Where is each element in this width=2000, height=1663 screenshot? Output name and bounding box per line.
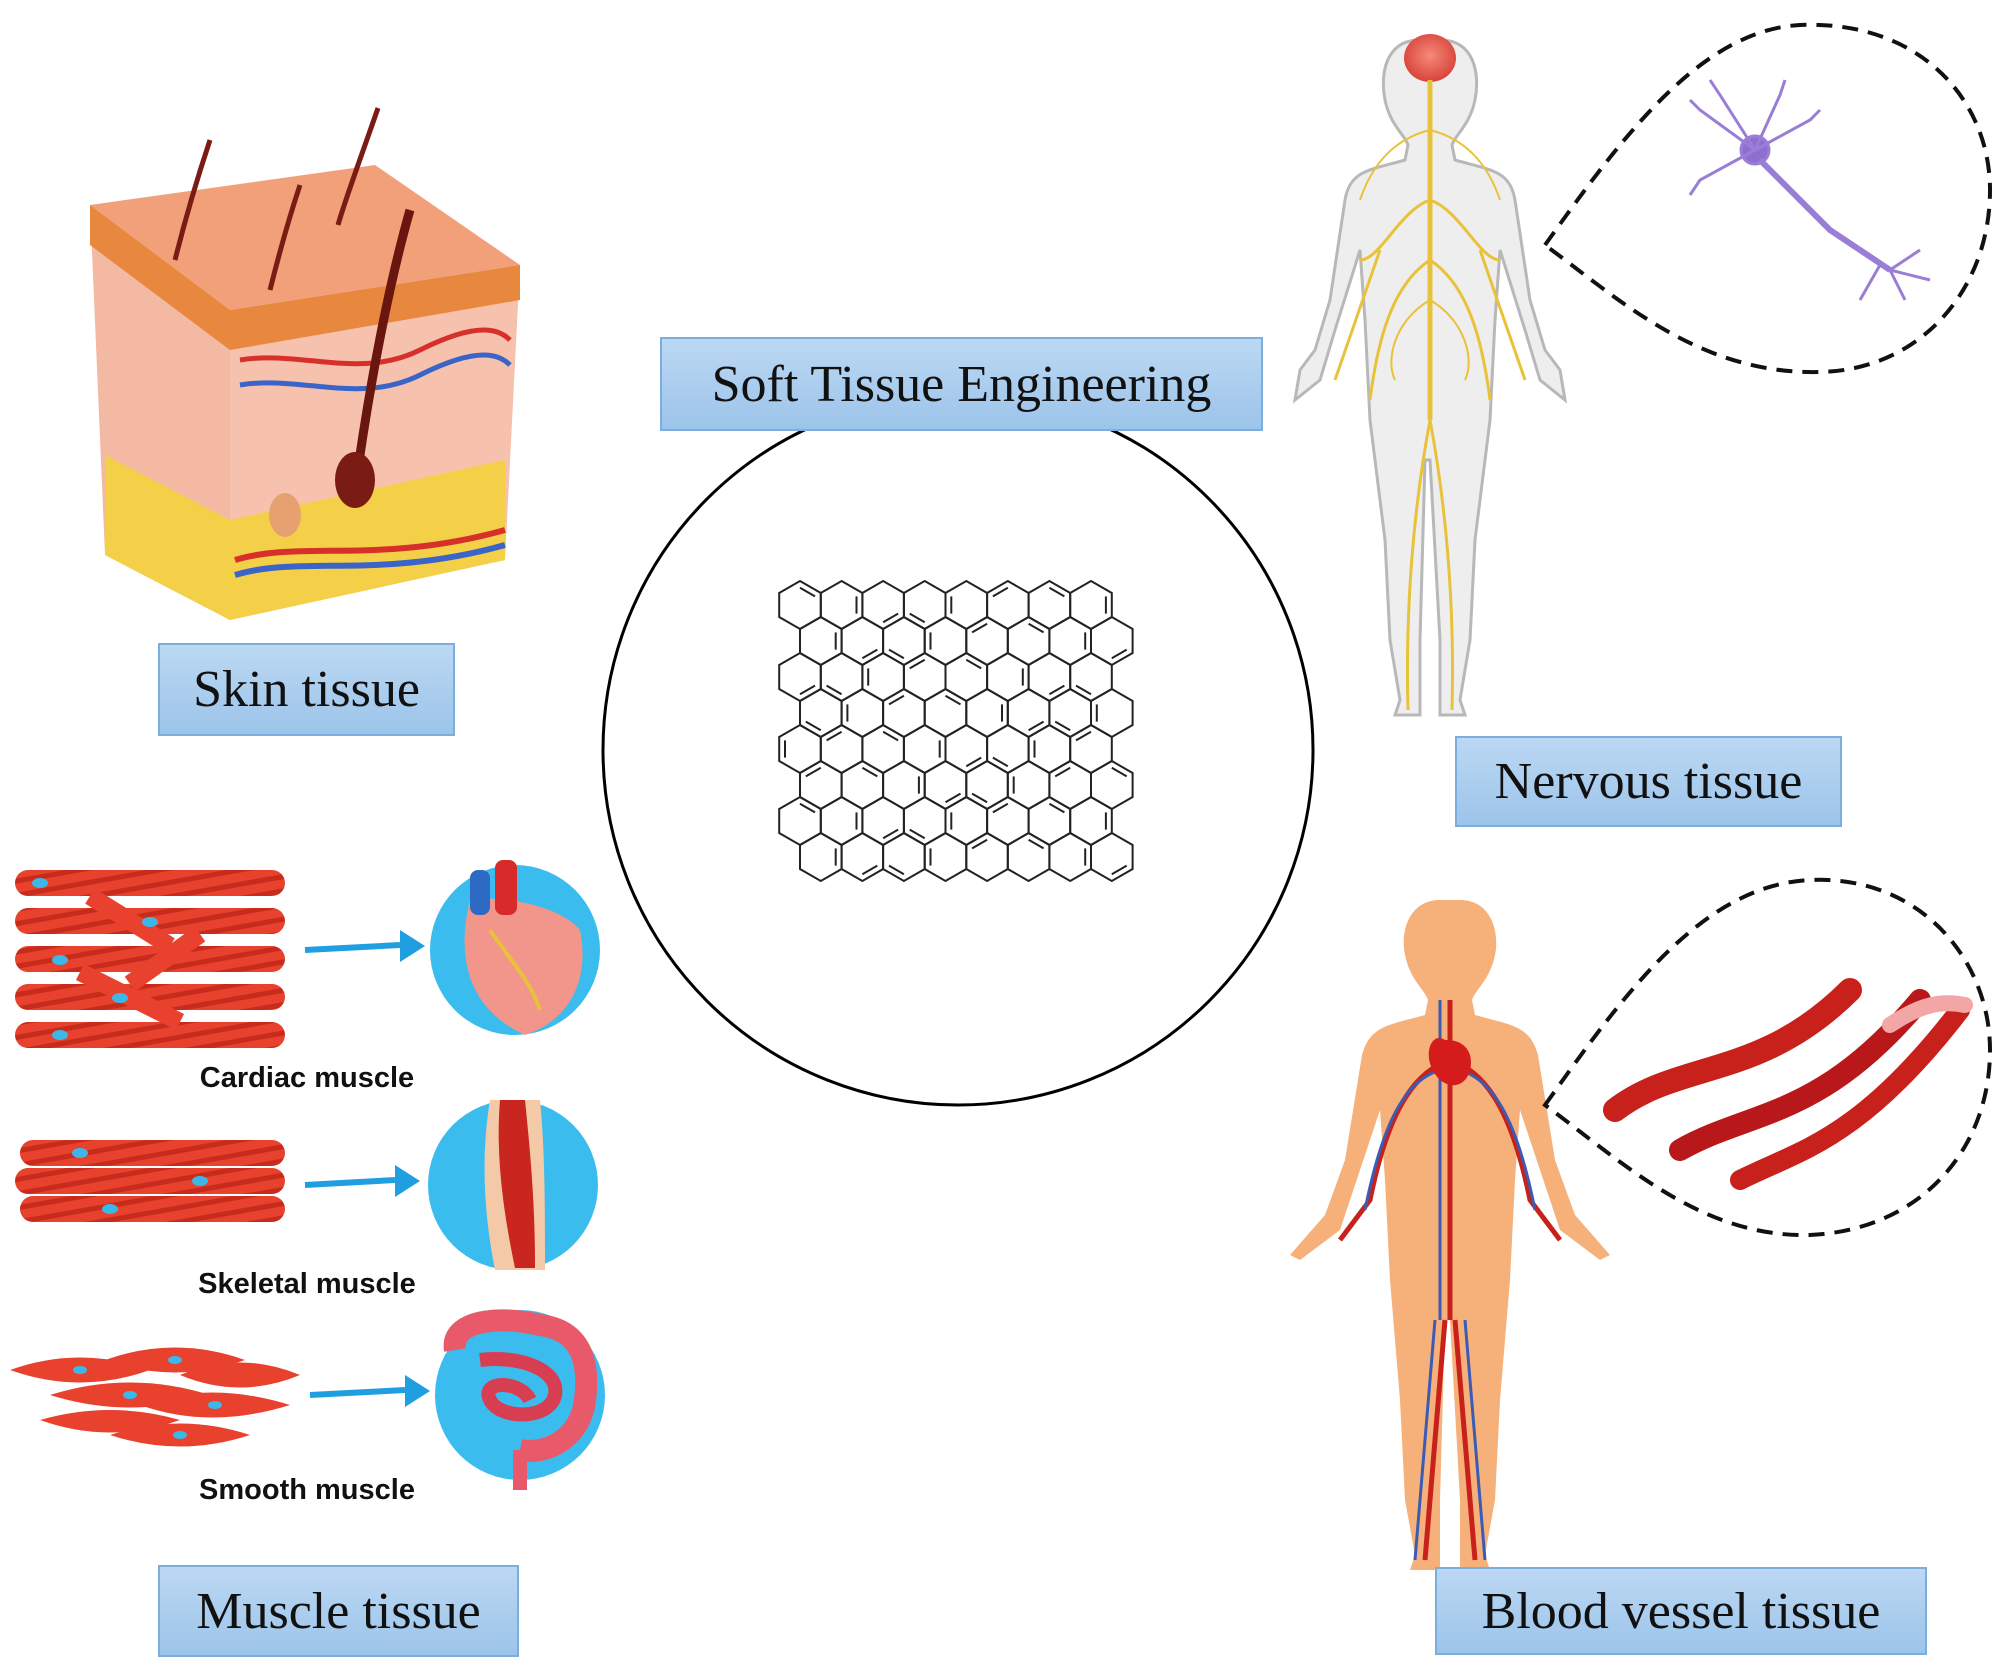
- double-bond: [861, 766, 878, 778]
- neuron-icon: [1688, 79, 1931, 301]
- nervous-system-body-icon: [1292, 34, 1568, 717]
- arm-muscle-icon: [428, 1100, 598, 1270]
- double-bond: [1111, 864, 1128, 876]
- double-bond: [944, 792, 962, 804]
- double-bond: [861, 648, 878, 660]
- double-bond: [1054, 766, 1071, 778]
- double-bond: [882, 730, 899, 742]
- double-bond: [1028, 720, 1045, 732]
- smooth-muscle-cells-icon: [10, 1347, 300, 1447]
- neuron-callout: [1542, 22, 1993, 375]
- double-bond: [826, 684, 843, 696]
- double-bond: [909, 828, 926, 840]
- double-bond: [888, 864, 905, 876]
- double-bond: [992, 586, 1009, 598]
- double-bond: [799, 586, 816, 598]
- graphene-lattice-icon: [778, 579, 1134, 883]
- double-bond: [1075, 730, 1092, 742]
- double-bond: [799, 684, 816, 696]
- blood-vessel-callout: [1542, 877, 1993, 1238]
- arrow-to-intestine-icon: [309, 1375, 430, 1407]
- nervous-tissue-label: Nervous tissue: [1455, 736, 1842, 827]
- double-bond: [1048, 586, 1065, 598]
- skeletal-muscle-caption: Skeletal muscle: [198, 1268, 416, 1300]
- skeletal-muscle-fibers-icon: [15, 1140, 285, 1222]
- smooth-muscle-caption: Smooth muscle: [199, 1474, 415, 1506]
- double-bond: [1028, 622, 1045, 634]
- center-circle: [601, 393, 1315, 1107]
- double-bond: [909, 612, 926, 624]
- cardiac-muscle-fibers-icon: [15, 870, 285, 1048]
- double-bond: [1054, 720, 1071, 732]
- blood-vessel-tissue-label: Blood vessel tissue: [1435, 1567, 1927, 1655]
- double-bond: [882, 612, 899, 624]
- double-bond: [1048, 802, 1065, 814]
- double-bond: [805, 766, 822, 778]
- double-bond: [971, 622, 988, 634]
- skin-cross-section-icon: [90, 107, 520, 620]
- double-bond: [888, 694, 905, 706]
- double-bond: [1048, 684, 1065, 696]
- double-bond: [971, 838, 988, 850]
- arrow-to-arm-icon: [304, 1165, 420, 1197]
- cardiac-muscle-caption: Cardiac muscle: [199, 1062, 415, 1094]
- double-bond: [965, 658, 982, 670]
- double-bond: [888, 648, 905, 660]
- skin-tissue-label: Skin tissue: [158, 643, 455, 736]
- page-title: Soft Tissue Engineering: [660, 337, 1263, 431]
- double-bond: [944, 694, 962, 706]
- double-bond: [992, 756, 1009, 768]
- double-bond: [882, 828, 899, 840]
- double-bond: [861, 864, 878, 876]
- double-bond: [965, 756, 982, 768]
- double-bond: [971, 792, 988, 804]
- double-bond: [1111, 648, 1128, 660]
- double-bond: [992, 802, 1009, 814]
- double-bond: [826, 730, 843, 742]
- muscle-tissue-label: Muscle tissue: [158, 1565, 519, 1657]
- heart-icon: [430, 860, 600, 1035]
- double-bond: [1075, 684, 1092, 696]
- double-bond: [799, 802, 816, 814]
- double-bond: [805, 720, 822, 732]
- double-bond: [909, 658, 926, 670]
- arrow-to-heart-icon: [304, 930, 425, 962]
- circulatory-system-body-icon: [1290, 900, 1610, 1570]
- double-bond: [1111, 766, 1128, 778]
- blood-vessels-icon: [1603, 978, 1973, 1190]
- double-bond: [1028, 838, 1045, 850]
- hexagon-ring: [1090, 831, 1134, 883]
- intestine-icon: [435, 1309, 605, 1490]
